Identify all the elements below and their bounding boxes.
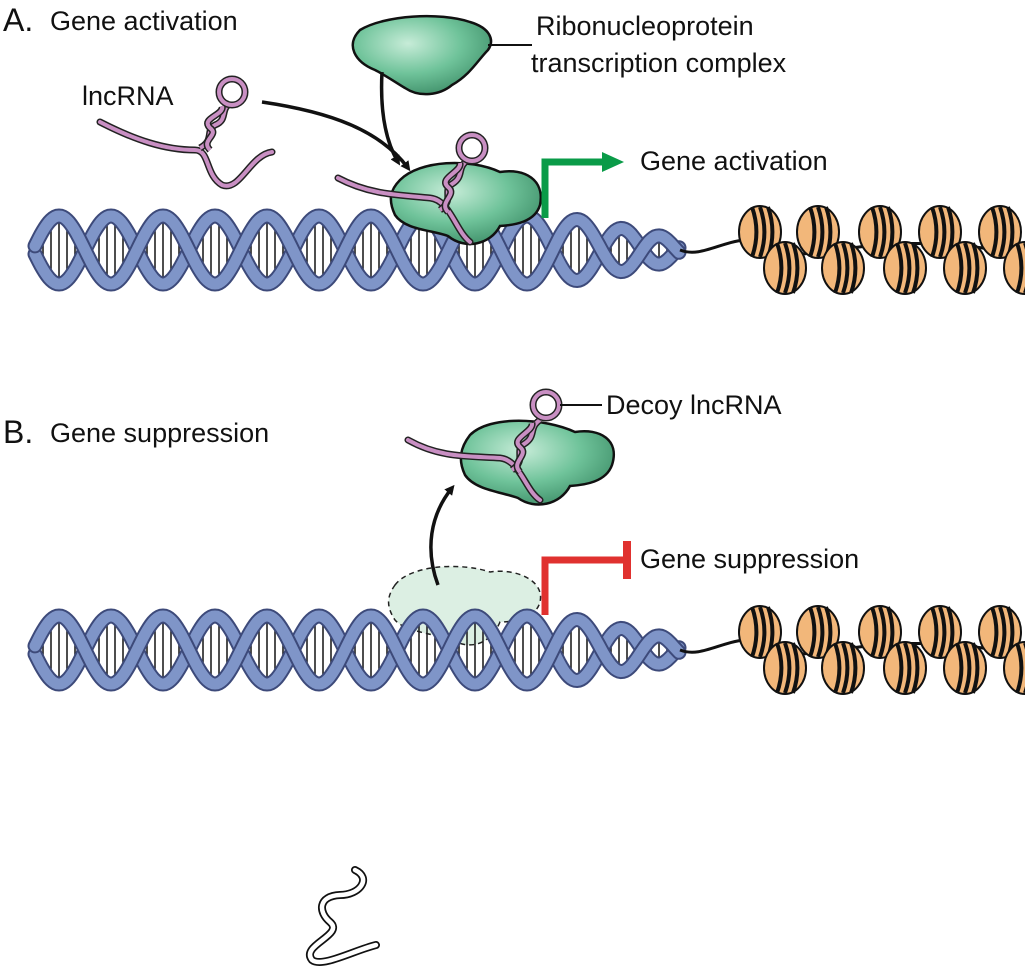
dna-strand bbox=[29, 210, 685, 290]
down-arrow-icon bbox=[379, 71, 401, 166]
decoy-complex bbox=[404, 388, 615, 506]
panel-b-letter: B. bbox=[3, 414, 33, 450]
nucleosome bbox=[943, 641, 987, 695]
dna-helix-a bbox=[27, 208, 746, 292]
chromatin-a bbox=[738, 205, 1025, 295]
panel-a: A. Gene activation lncRNA Ribonucleoprot… bbox=[3, 2, 1025, 295]
bound-complex bbox=[334, 131, 543, 246]
suppression-label: Gene suppression bbox=[640, 544, 859, 574]
nucleosome bbox=[883, 241, 927, 295]
nucleosome bbox=[763, 641, 807, 695]
squiggle-icon bbox=[306, 866, 380, 966]
decoy-label: Decoy lncRNA bbox=[606, 390, 782, 420]
suppression-line-icon bbox=[541, 556, 625, 615]
chromatin-b bbox=[738, 605, 1025, 695]
panel-b-title: Gene suppression bbox=[50, 418, 269, 448]
nucleosome bbox=[821, 241, 865, 295]
nucleosome bbox=[763, 241, 807, 295]
activation-label: Gene activation bbox=[640, 146, 828, 176]
free-complex bbox=[351, 14, 532, 96]
nucleosome bbox=[978, 605, 1022, 659]
nucleosome bbox=[1003, 241, 1025, 295]
panel-a-title: Gene activation bbox=[50, 6, 238, 36]
dna-helix-b bbox=[27, 608, 746, 692]
free-lncrna bbox=[96, 75, 276, 190]
up-arrow-icon bbox=[429, 484, 455, 586]
dna-strand bbox=[29, 610, 685, 690]
nucleosome bbox=[978, 205, 1022, 259]
nucleosome bbox=[1003, 641, 1025, 695]
dna-strand bbox=[29, 210, 685, 290]
nucleosome bbox=[943, 241, 987, 295]
panel-b: B. Gene suppression Decoy lncRNA Gene su… bbox=[3, 388, 1025, 695]
dna-strand bbox=[29, 610, 685, 690]
nucleosome bbox=[883, 641, 927, 695]
activation-arrow-icon bbox=[541, 152, 624, 218]
nucleosome bbox=[918, 605, 962, 659]
complex-label-line2: transcription complex bbox=[531, 48, 787, 78]
panel-a-letter: A. bbox=[3, 2, 33, 38]
nucleosome bbox=[821, 641, 865, 695]
lncrna-label: lncRNA bbox=[82, 81, 174, 111]
complex-label-line1: Ribonucleoprotein bbox=[536, 11, 754, 41]
nucleosome bbox=[858, 205, 902, 259]
nucleosome bbox=[918, 205, 962, 259]
